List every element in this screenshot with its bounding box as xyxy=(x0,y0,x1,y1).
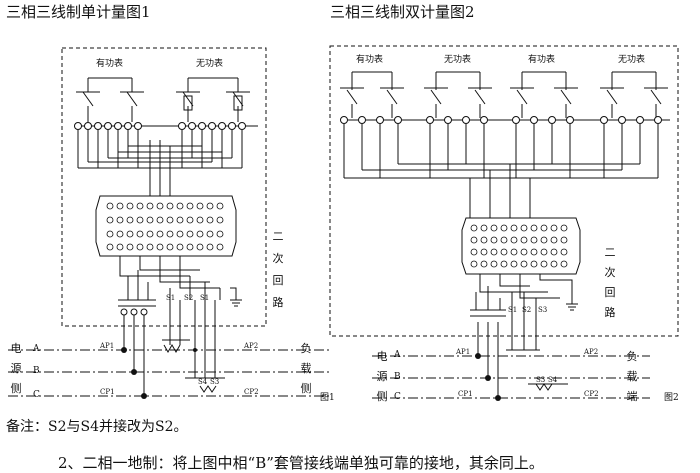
phase-c-label-2: C xyxy=(394,392,401,402)
active-meter-1 xyxy=(76,77,144,122)
ct-ap2-label-1: AP2 xyxy=(244,342,259,350)
ct-ap1-label-1: AP1 xyxy=(100,342,115,350)
phase-a-label-2: A xyxy=(394,350,401,360)
terminals-1 xyxy=(74,122,246,130)
reactive-meter-1 xyxy=(176,77,250,122)
active-meter-label-2a: 有功表 xyxy=(356,55,384,65)
meter-box-1 xyxy=(61,47,267,327)
meters-2 xyxy=(340,71,668,118)
phase-a-label-1: A xyxy=(33,344,40,354)
phase-b-label-1: B xyxy=(33,366,40,376)
phase-c-label-1: C xyxy=(33,390,40,400)
diagram2-title: 三相三线制双计量图2 xyxy=(330,3,475,21)
ct-cp2-label-1: CP2 xyxy=(244,388,259,396)
meter-box-2 xyxy=(329,45,679,337)
s4-lower-label-2: S4 xyxy=(548,376,558,384)
s1-label-2: S1 xyxy=(508,306,518,314)
load-side-label-2: 负载端 xyxy=(626,350,638,403)
active-meter-label-2b: 有功表 xyxy=(528,55,556,65)
secondary-loop-label-1: 二次回路 xyxy=(272,230,284,309)
ct-cp1-label-2: CP1 xyxy=(458,390,473,398)
reactive-meter-label-2a: 无功表 xyxy=(444,55,472,65)
diagram1-title: 三相三线制单计量图1 xyxy=(6,3,151,21)
s1b-label-1: S1 xyxy=(200,294,210,302)
junction-dots-1 xyxy=(106,202,224,251)
s3-label-1: S3 xyxy=(210,378,220,386)
ct-cp1-label-1: CP1 xyxy=(100,388,115,396)
s2-label-2: S2 xyxy=(522,306,532,314)
ct-ap2-label-2: AP2 xyxy=(584,348,599,356)
junction-dots-2 xyxy=(470,224,568,268)
fig1-label: 图1 xyxy=(320,393,335,403)
source-side-label-1: 电源侧 xyxy=(10,342,22,395)
active-meter-label-1: 有功表 xyxy=(96,59,124,69)
fig2-label: 图2 xyxy=(664,393,679,403)
s2-label-1: S2 xyxy=(184,294,194,302)
s3-label-2: S3 xyxy=(538,306,548,314)
ct-ap1-label-2: AP1 xyxy=(456,348,471,356)
s4-label-1: S4 xyxy=(198,378,208,386)
remark-note: 备注：S2与S4并接改为S2。 xyxy=(6,419,188,435)
source-side-label-2: 电源侧 xyxy=(376,350,388,403)
bottom-instruction: 2、二相一地制：将上图中相“B”套管接线端单独可靠的接地，其余同上。 xyxy=(58,454,544,472)
phase-b-label-2: B xyxy=(394,372,401,382)
secondary-loop-label-2: 二次回路 xyxy=(604,246,616,319)
ct-cp2-label-2: CP2 xyxy=(584,390,599,398)
reactive-meter-label-1: 无功表 xyxy=(196,59,224,69)
reactive-meter-label-2b: 无功表 xyxy=(618,55,646,65)
terminals-2 xyxy=(340,116,662,124)
load-side-label-1: 负载侧 xyxy=(300,342,312,395)
s1-label-1: S1 xyxy=(166,294,176,302)
s3-lower-label-2: S3 xyxy=(536,376,546,384)
